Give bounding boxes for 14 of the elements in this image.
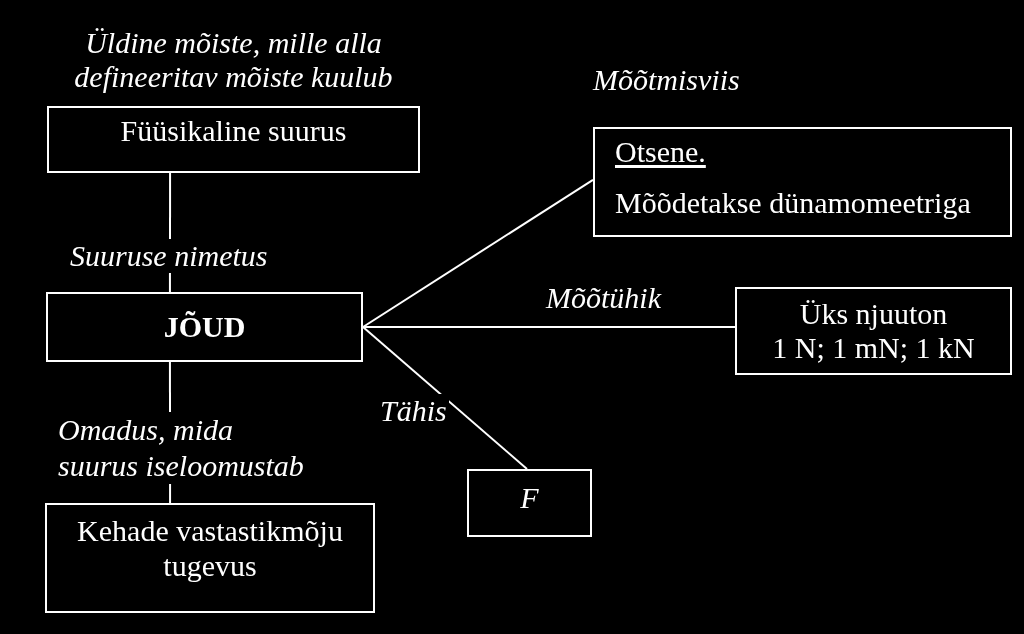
heading-label: Mõõtmisviis: [593, 63, 740, 97]
node-label: JÕUD: [162, 310, 247, 344]
node-label: F: [519, 481, 540, 515]
node-label: Mõõdetakse dünamomeetriga: [615, 186, 971, 220]
node-label: Otsene.: [615, 135, 706, 169]
node-label: Üks njuuton: [798, 297, 949, 331]
connector-line: [362, 178, 594, 328]
edge-label: Suuruse nimetus: [68, 239, 270, 273]
node-label: Kehade vastastikmõju tugevus: [76, 513, 344, 583]
node-label: Füüsikaline suurus: [119, 114, 348, 148]
connector-line: [362, 326, 736, 328]
heading-label: Üldine mõiste, mille alla defineeritav mõiste kuulub: [73, 26, 394, 94]
node-label: 1 N; 1 mN; 1 kN: [771, 331, 976, 365]
connector-line: [362, 326, 528, 470]
